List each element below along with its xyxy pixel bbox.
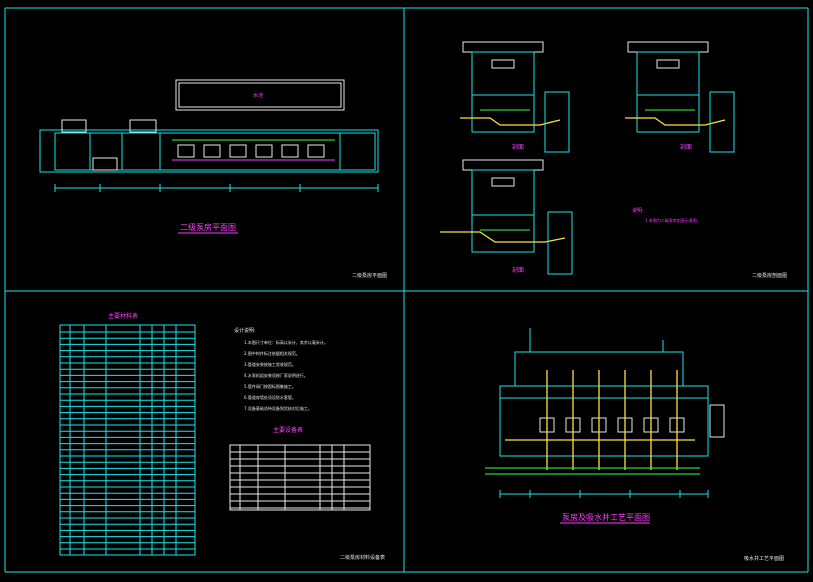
- section-a: 剖面: [460, 41, 570, 153]
- equipment-table: [229, 444, 371, 511]
- svg-text:4.水泵机组安装须按厂家说明进行。: 4.水泵机组安装须按厂家说明进行。: [244, 372, 308, 378]
- pump-house-plan-stamp: 二级泵房平面图: [352, 272, 387, 279]
- sections-note-text: 1.本图为二级泵房剖面示意图。: [645, 217, 701, 223]
- svg-text:7.设备基础须待设备到货核对后施工。: 7.设备基础须待设备到货核对后施工。: [244, 405, 312, 411]
- reservoir-outline: [175, 79, 345, 111]
- svg-text:2.图中构件标注依据相关规范。: 2.图中构件标注依据相关规范。: [244, 350, 300, 356]
- sections-note-title: 说明:: [632, 207, 644, 214]
- notes-title: 设计说明:: [234, 327, 256, 334]
- section-b: 剖面: [625, 41, 735, 153]
- reservoir-label: 水池: [253, 92, 263, 99]
- equipment-table-title: 主要设备表: [273, 426, 303, 434]
- schedule-panel: 主要材料表 设计说明: 1.本图尺寸单位：标高以米计，其余以毫米计。 2.图中构…: [59, 312, 385, 561]
- suction-well-panel: 泵房及吸水井工艺平面图 吸水井工艺平面图: [485, 328, 784, 562]
- sections-panel: 剖面 剖面 剖面 说明: 1.本图为二级泵房剖面示意图。 二级泵房剖面图: [440, 41, 787, 279]
- suction-well-title: 泵房及吸水井工艺平面图: [562, 512, 650, 522]
- pump-room-outline: [499, 385, 709, 457]
- pump-house-plan-panel: 水池 二级泵房平面图 二级泵房平面图: [39, 79, 387, 279]
- pump-row: [172, 139, 335, 161]
- material-table-title: 主要材料表: [108, 312, 138, 320]
- building-outline: [39, 129, 379, 173]
- equipment-table-grid: [239, 445, 345, 510]
- section-b-label: 剖面: [680, 143, 692, 151]
- svg-text:6.管道穿墙处须设防水套管。: 6.管道穿墙处须设防水套管。: [244, 394, 296, 400]
- material-table: [59, 324, 196, 556]
- section-c: 剖面: [440, 159, 573, 275]
- svg-text:3.管道安装按施工验收规范。: 3.管道安装按施工验收规范。: [244, 361, 296, 367]
- sheet-frame: [4, 7, 809, 573]
- section-c-label: 剖面: [512, 266, 524, 274]
- section-a-label: 剖面: [512, 143, 524, 151]
- material-table-grid: [69, 325, 177, 555]
- suction-well-stamp: 吸水井工艺平面图: [744, 555, 784, 562]
- svg-text:1.本图尺寸单位：标高以米计，其余以毫米计。: 1.本图尺寸单位：标高以米计，其余以毫米计。: [244, 339, 328, 345]
- schedule-stamp: 二级泵房材料设备表: [340, 554, 385, 561]
- sections-stamp: 二级泵房剖面图: [752, 272, 787, 279]
- svg-text:5.管件阀门按国标图集施工。: 5.管件阀门按国标图集施工。: [244, 383, 296, 389]
- design-notes: 1.本图尺寸单位：标高以米计，其余以毫米计。 2.图中构件标注依据相关规范。 3…: [244, 339, 328, 411]
- pump-house-plan-title: 二级泵房平面图: [180, 222, 236, 232]
